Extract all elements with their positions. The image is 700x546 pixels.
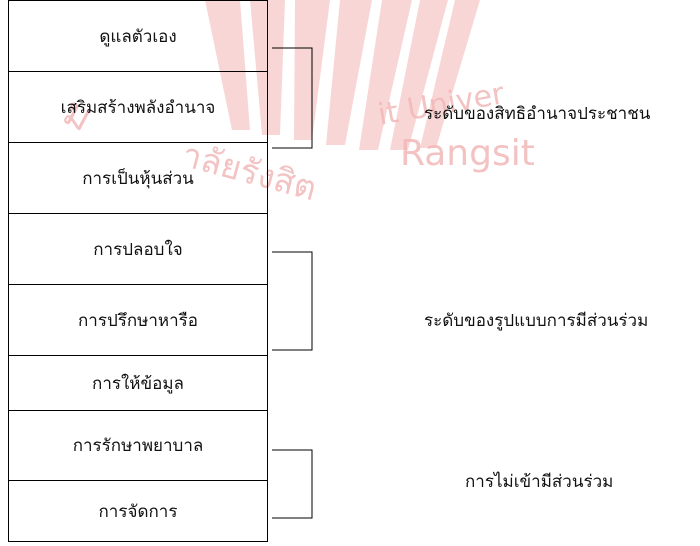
bracket-nonparticipation bbox=[272, 449, 313, 519]
rung-empowerment: เสริมสร้างพลังอำนาจ bbox=[8, 71, 268, 143]
rung-consultation: การปรึกษาหารือ bbox=[8, 284, 268, 356]
level-label-nonparticipation: การไม่เข้ามีส่วนร่วม bbox=[465, 472, 614, 492]
bracket-citizen-power bbox=[272, 47, 313, 149]
bracket-tokenism bbox=[272, 251, 313, 351]
level-label-citizen-power: ระดับของสิทธิอำนาจประชาชน bbox=[424, 104, 651, 124]
rung-therapy: การรักษาพยาบาล bbox=[8, 410, 268, 481]
rung-placation: การปลอบใจ bbox=[8, 213, 268, 285]
participation-ladder: ดูแลตัวเอง เสริมสร้างพลังอำนาจ การเป็นหุ… bbox=[8, 0, 268, 542]
rung-manipulation: การจัดการ bbox=[8, 480, 268, 542]
watermark-latin-mid: Rangsit bbox=[400, 133, 535, 174]
level-label-tokenism: ระดับของรูปแบบการมีส่วนร่วม bbox=[424, 311, 649, 331]
rung-self-care: ดูแลตัวเอง bbox=[8, 0, 268, 72]
rung-partnership: การเป็นหุ้นส่วน bbox=[8, 142, 268, 214]
rung-informing: การให้ข้อมูล bbox=[8, 355, 268, 411]
